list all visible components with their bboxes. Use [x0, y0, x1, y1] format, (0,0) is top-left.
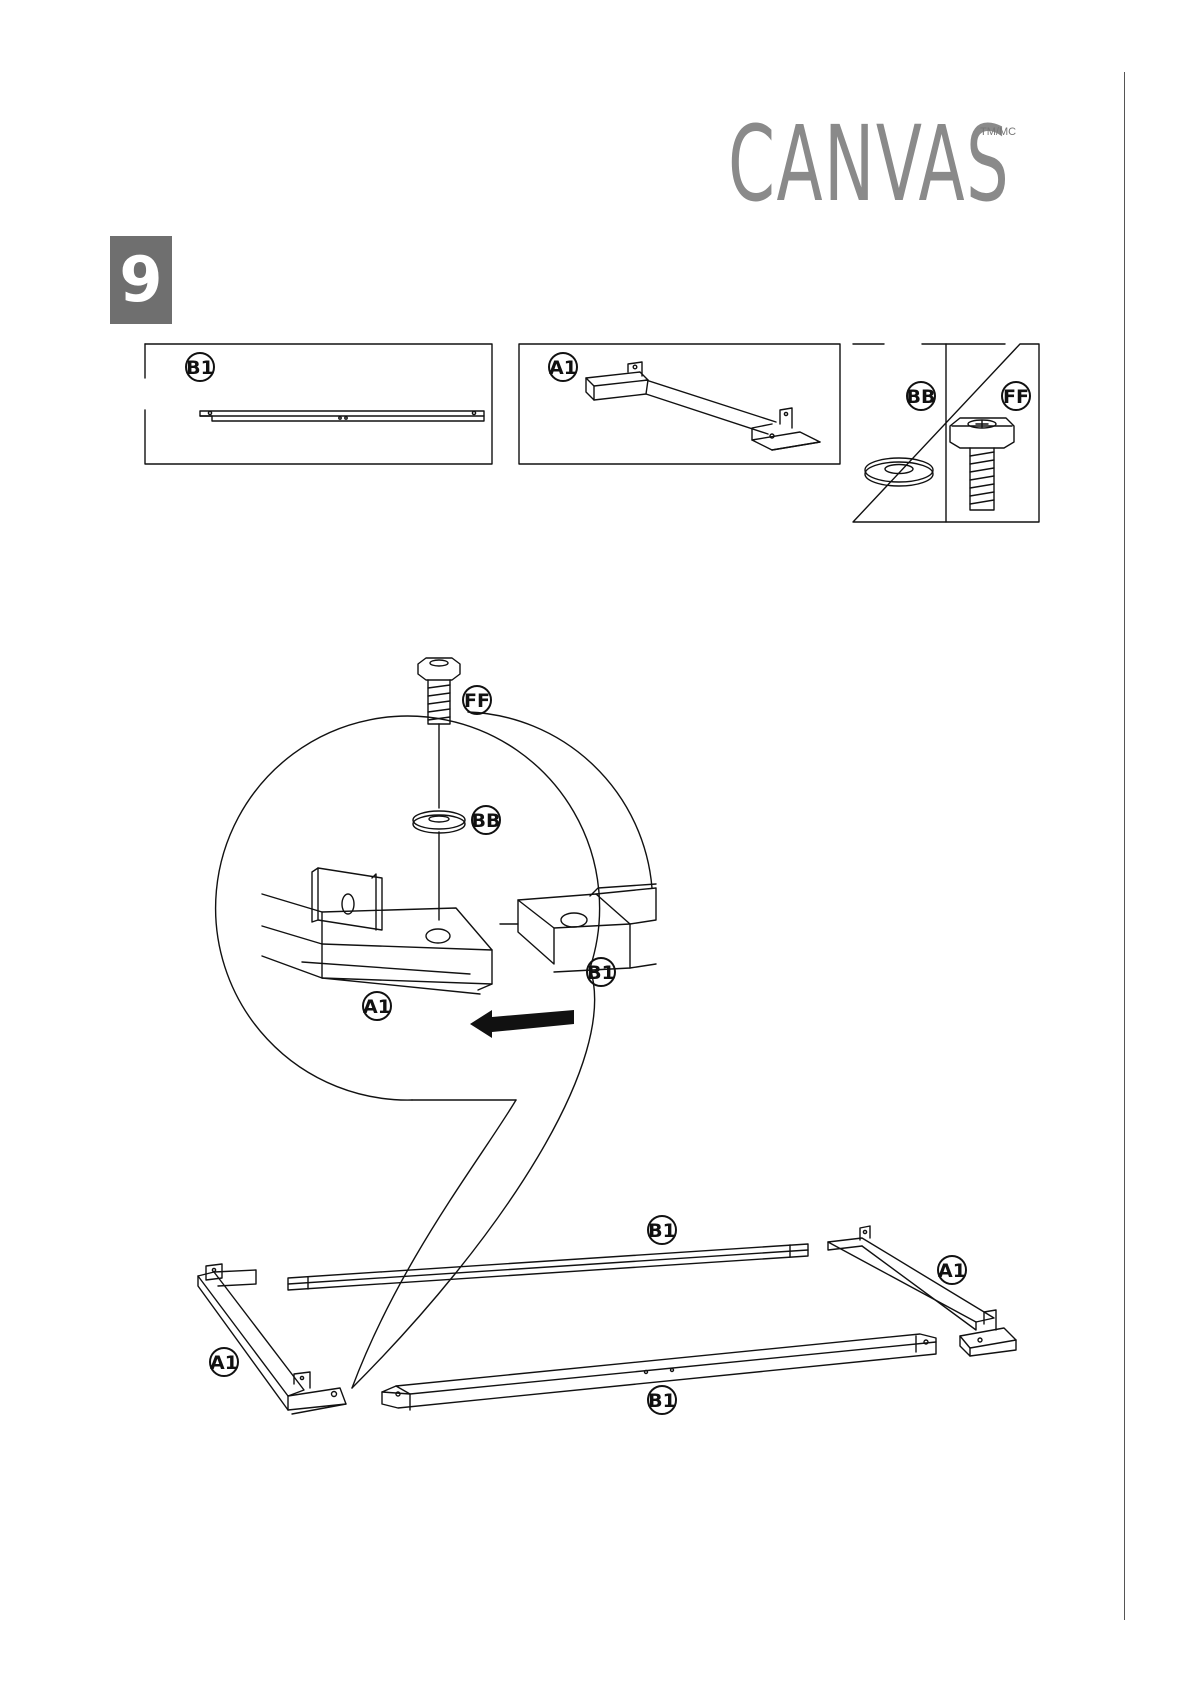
part-label-ff: FF: [1003, 386, 1029, 408]
frame-rod-b1-top: [288, 1244, 808, 1290]
part-label-b1: B1: [186, 357, 214, 379]
detail-label-b1: B1: [587, 962, 615, 984]
direction-arrow: [470, 1010, 574, 1038]
detail-washer-bb: [413, 811, 465, 920]
frame-bracket-a1-right: [828, 1226, 1016, 1356]
detail-label-a1: A1: [363, 996, 391, 1018]
detail-label-bb: BB: [472, 810, 501, 832]
part-a1-bracket: [586, 362, 820, 450]
detail-bolt-ff: [418, 658, 460, 808]
parts-box-a1: A1: [519, 344, 840, 464]
detail-tube-b1: [500, 884, 656, 972]
part-label-a1: A1: [549, 357, 577, 379]
detail-label-ff: FF: [464, 690, 490, 712]
part-label-bb: BB: [907, 386, 936, 408]
detail-bracket-a1: [262, 868, 492, 994]
frame-bracket-a1-left: [198, 1264, 346, 1414]
frame-label-b1-top: B1: [648, 1220, 676, 1242]
frame-label-a1-right: A1: [938, 1260, 966, 1282]
part-b1-rod: [200, 411, 484, 421]
frame-label-a1-left: A1: [210, 1352, 238, 1374]
parts-box-b1: B1: [145, 344, 492, 464]
frame-label-b1-bottom: B1: [648, 1390, 676, 1412]
part-ff-bolt: [950, 418, 1014, 510]
parts-box-hardware: BB FF: [853, 344, 1039, 522]
detail-callout: FF BB A1: [216, 658, 656, 1388]
frame-assembly: B1 B1 A1: [198, 1216, 1016, 1414]
